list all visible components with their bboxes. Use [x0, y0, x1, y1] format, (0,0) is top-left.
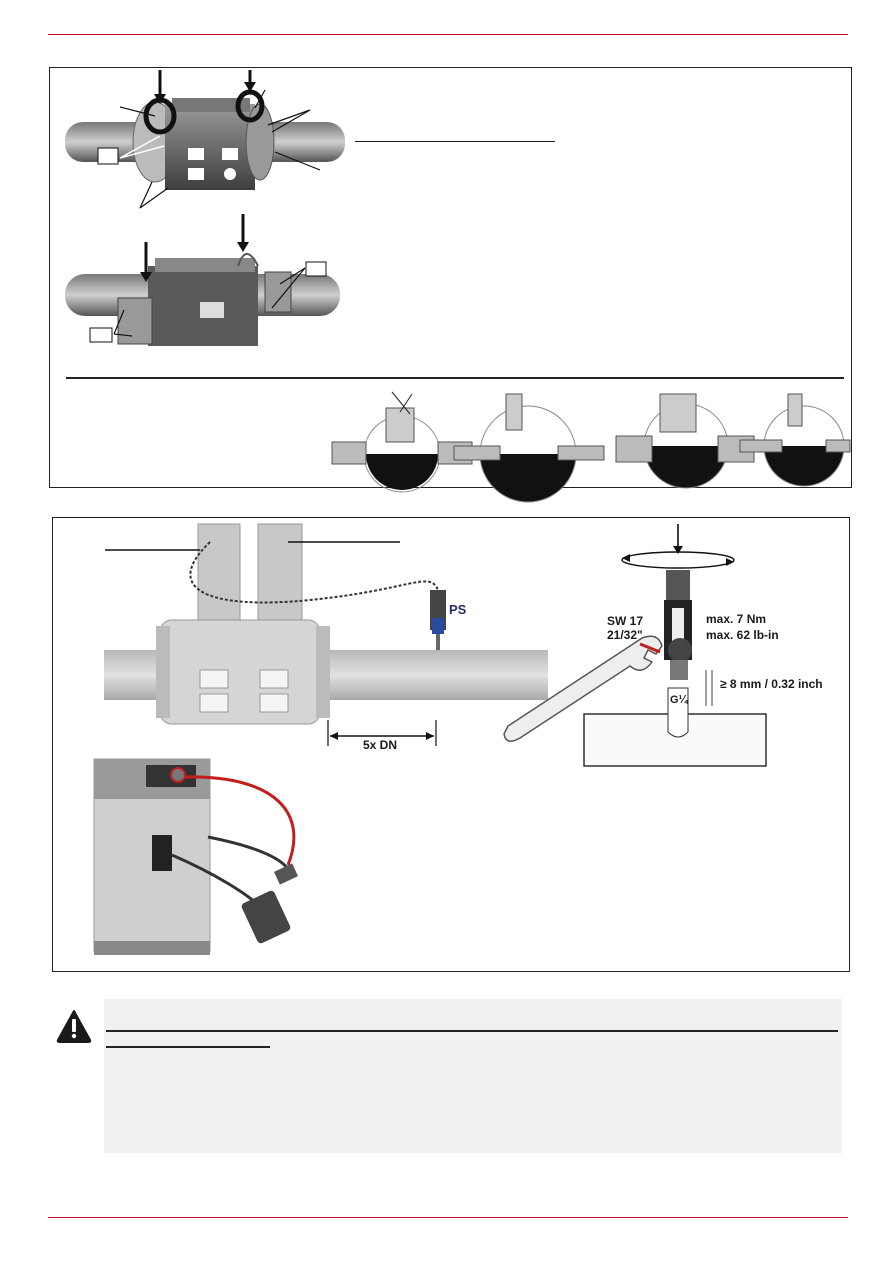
mounting-figure-box — [49, 67, 852, 488]
rotation-arrow — [621, 551, 735, 569]
pressure-sensor-figure-box — [52, 517, 850, 972]
actuator-top — [172, 98, 250, 112]
label-box — [305, 261, 327, 277]
warning-subheading-underline — [106, 1046, 270, 1048]
warning-panel — [104, 999, 842, 1153]
orientation-allowed-1 — [331, 391, 473, 493]
wrench — [503, 635, 663, 742]
wrench-size-label: SW 17 — [607, 614, 644, 628]
sensor-cable — [189, 541, 439, 604]
actuator-sensor-connection-illustration — [93, 758, 299, 955]
flange-bracket-right — [264, 271, 292, 313]
flange-bracket-left — [117, 297, 153, 345]
actuator-left — [197, 523, 241, 621]
installation-orientation-diagrams — [331, 391, 851, 503]
pressure-sensor — [241, 890, 291, 944]
figure-divider — [66, 377, 844, 379]
label-box — [97, 147, 119, 165]
caption-underline — [355, 141, 555, 142]
sensor-fitting — [666, 570, 690, 600]
header-rule — [48, 34, 848, 35]
pressure-sensor-label: PS — [449, 602, 467, 617]
pressure-sensor-installation-illustration — [104, 523, 548, 746]
flange-right — [316, 626, 330, 718]
footer-rule — [48, 1217, 848, 1218]
valve-body — [159, 619, 321, 725]
orientation-allowed-3 — [615, 393, 755, 489]
torque-nm-label: max. 7 Nm — [706, 612, 767, 626]
wrench-size-inch-label: 21/32" — [607, 628, 643, 642]
warning-heading-underline — [106, 1030, 838, 1032]
actuator-right — [257, 523, 303, 621]
orientation-allowed-2 — [453, 393, 605, 503]
distance-label: 5x DN — [363, 738, 398, 752]
warning-triangle-icon — [56, 1010, 92, 1043]
valve-mounting-illustration — [65, 214, 340, 346]
valve-lifting-illustration — [65, 70, 345, 209]
depth-label: ≥ 8 mm / 0.32 inch — [720, 677, 823, 691]
thread-label: G¼ — [670, 694, 688, 706]
label-box — [89, 327, 113, 343]
torque-lbin-label: max. 62 lb-in — [706, 628, 779, 642]
red-cable — [183, 775, 296, 866]
actuator-body — [165, 104, 255, 190]
orientation-allowed-4 — [739, 393, 851, 487]
torque-installation-illustration — [503, 524, 767, 767]
flange-left — [156, 626, 170, 718]
